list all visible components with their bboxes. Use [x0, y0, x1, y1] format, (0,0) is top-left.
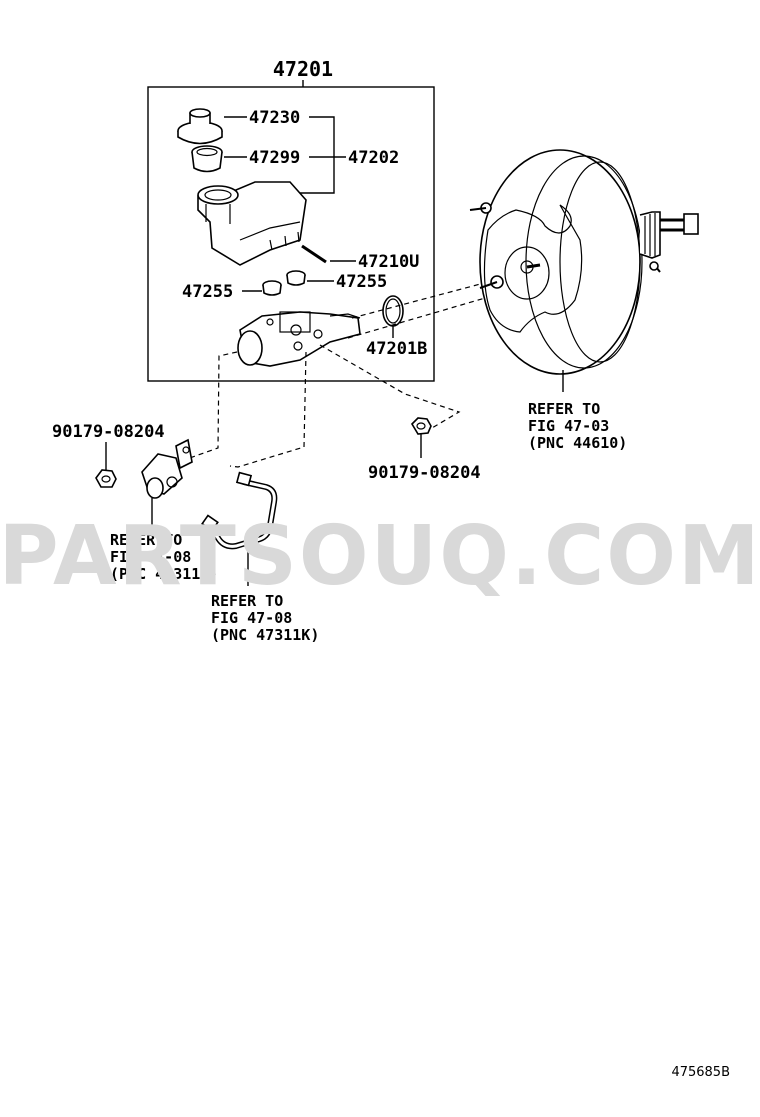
- pin-icon: [301, 244, 327, 264]
- label-grommet-left: 47255: [182, 282, 233, 302]
- align-line-upper: [351, 281, 489, 319]
- label-cap: 47230: [249, 108, 300, 128]
- grommet-left-icon: [262, 280, 282, 296]
- assembly-frame: [147, 86, 435, 382]
- reservoir-tank-icon: [197, 181, 307, 266]
- nut-left-icon: [95, 469, 117, 488]
- master-cylinder-icon: [237, 311, 361, 367]
- align-line-valve: [183, 351, 238, 461]
- label-assembly: 47201: [273, 57, 333, 81]
- leader-reservoir-bracket: [296, 116, 335, 194]
- watermark: PARTSOUQ.COM: [0, 509, 760, 604]
- ref-valve-line1: REFER TO: [110, 531, 182, 549]
- ref-tube-line1: REFER TO: [211, 592, 283, 610]
- reservoir-cap-icon: [177, 108, 223, 145]
- ref-booster-line2: FIG 47-03: [528, 417, 609, 435]
- label-pin: 47210U: [358, 252, 419, 272]
- label-nut-left: 90179-08204: [52, 422, 165, 442]
- ref-booster-line1: REFER TO: [528, 400, 600, 418]
- align-line-nut-right: [319, 344, 461, 429]
- ref-valve-line3: (PNC 47311A): [110, 565, 218, 583]
- nut-right-icon: [410, 417, 432, 435]
- ref-valve-line2: FIG 47-08: [110, 548, 191, 566]
- label-oring: 47201B: [366, 339, 427, 359]
- label-nut-right: 90179-08204: [368, 463, 481, 483]
- label-reservoir: 47202: [348, 148, 399, 168]
- ref-tube-line2: FIG 47-08: [211, 609, 292, 627]
- ref-booster-line3: (PNC 44610): [528, 434, 627, 452]
- grommet-right-icon: [286, 270, 306, 286]
- brake-booster-icon: [469, 149, 699, 375]
- brake-tube-icon: [201, 471, 278, 550]
- label-strainer: 47299: [249, 148, 300, 168]
- figure-code: 475685B: [671, 1065, 730, 1080]
- strainer-icon: [191, 145, 223, 173]
- align-line-lower: [347, 295, 493, 339]
- proportioning-valve-icon: [141, 438, 193, 499]
- ref-tube-line3: (PNC 47311K): [211, 626, 319, 644]
- label-grommet-right: 47255: [336, 272, 387, 292]
- align-line-tube: [229, 351, 307, 468]
